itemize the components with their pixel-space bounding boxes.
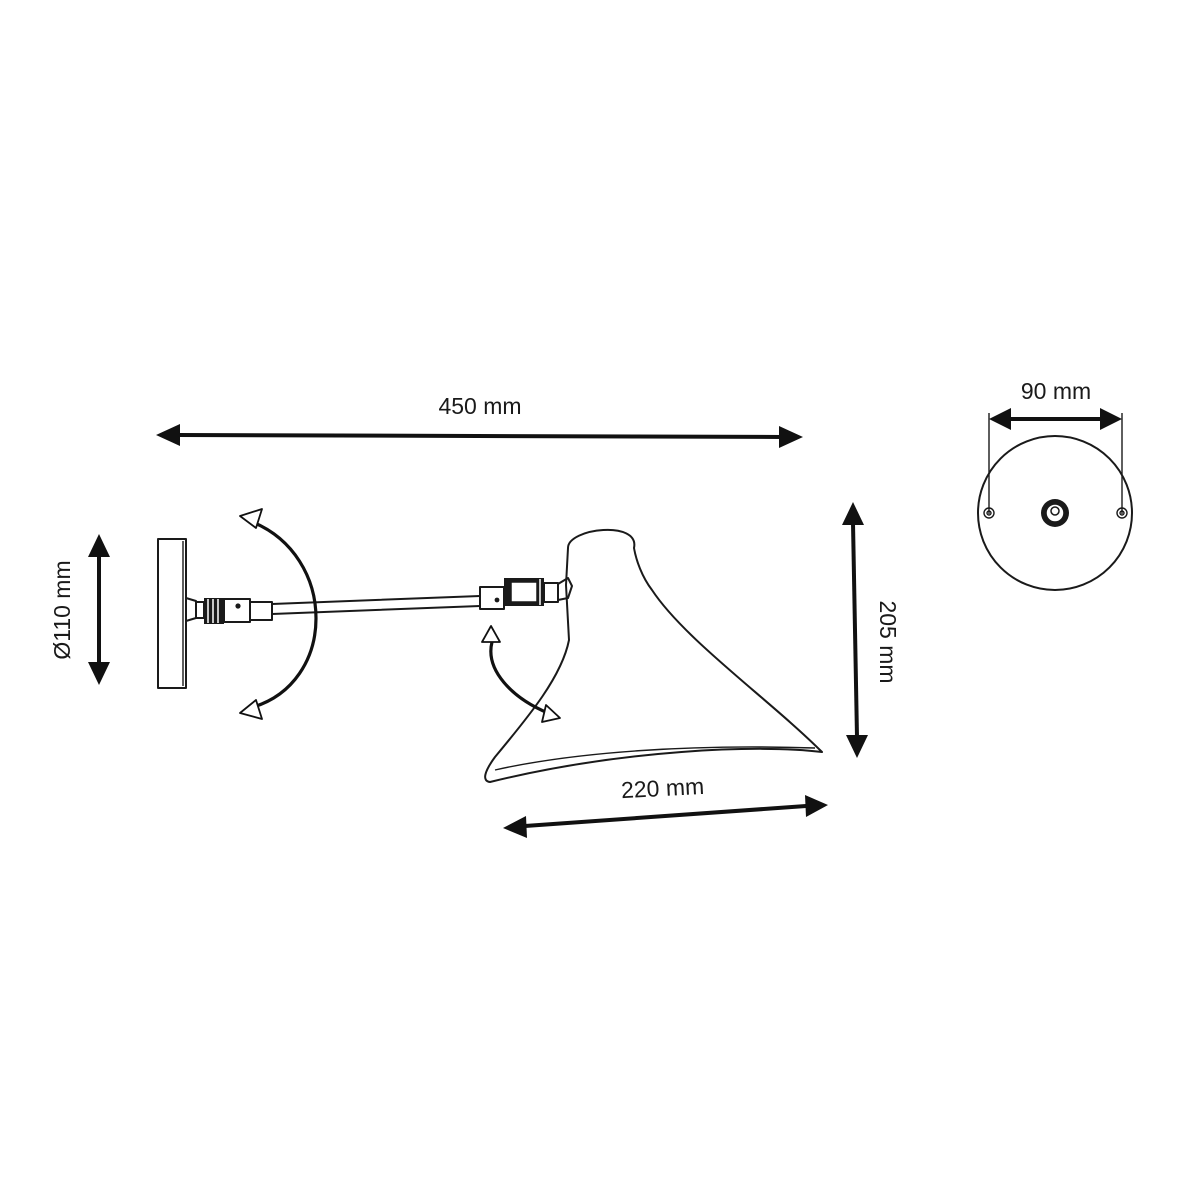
total-length-dimension: 450 mm [156,393,803,448]
shade-joint [479,578,559,610]
shade-width-dimension: 220 mm [503,773,828,838]
hole-spacing-label: 90 mm [1021,378,1091,404]
wall-plate-front [977,435,1133,591]
wall-joint [195,598,273,624]
hole-spacing-dimension: 90 mm [988,378,1123,514]
wall-plate-diameter-label: Ø110 mm [49,560,75,659]
shade-height-label: 205 mm [875,600,901,683]
shade-width-label: 220 mm [620,773,704,803]
shade-height-dimension: 205 mm [842,502,901,758]
shade-tilt-arrow [481,625,561,723]
wall-plate-side [157,538,197,689]
total-length-label: 450 mm [438,393,521,419]
wall-plate-diameter-dimension: Ø110 mm [49,534,110,685]
lamp-arm [271,595,481,615]
arm-rotation-arrow [239,508,318,720]
lamp-shade [484,529,823,783]
